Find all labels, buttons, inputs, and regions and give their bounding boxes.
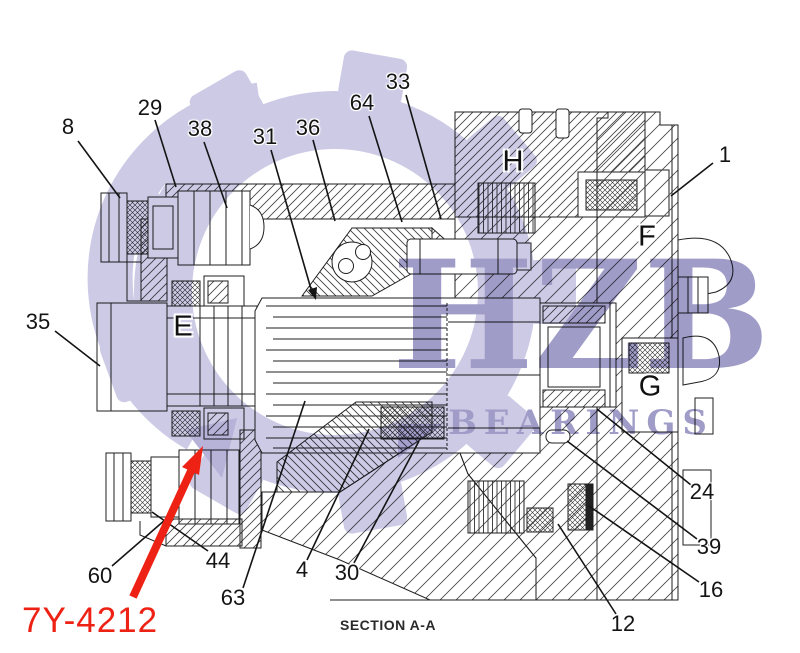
coupling-sleeve	[539, 302, 617, 408]
callout-31: 31	[252, 124, 278, 149]
part-number: 7Y-4212	[22, 601, 159, 640]
callout-63: 63	[220, 585, 246, 610]
section-caption: SECTION A-A	[340, 617, 436, 633]
callout-33: 33	[385, 69, 411, 94]
callout-29: 29	[137, 95, 163, 120]
watermark-logo: HZB BEARINGS	[87, 50, 770, 534]
callout-leader-lines	[54, 94, 714, 615]
zone-letter-G: G	[638, 370, 662, 403]
zone-letter-F: F	[638, 220, 656, 253]
callout-64: 64	[349, 90, 375, 115]
mounting-flange	[621, 237, 734, 546]
zone-letter-E: E	[173, 310, 193, 343]
callout-1: 1	[718, 142, 732, 167]
callout-39: 39	[696, 534, 722, 559]
callout-44: 44	[205, 548, 231, 573]
callout-12: 12	[610, 611, 636, 636]
watermark-text-line1: HZB	[392, 228, 770, 404]
callout-16: 16	[698, 577, 724, 602]
red-pointer-arrow	[129, 446, 203, 599]
callout-8: 8	[61, 114, 75, 139]
callout-36: 36	[295, 115, 321, 140]
callout-60: 60	[87, 563, 113, 588]
callout-4: 4	[295, 557, 309, 582]
zone-letter-H: H	[502, 145, 524, 178]
callout-38: 38	[187, 116, 213, 141]
callout-30: 30	[334, 560, 360, 585]
callout-35: 35	[25, 309, 51, 334]
callout-24: 24	[689, 479, 715, 504]
watermark-text-line2: BEARINGS	[448, 403, 714, 443]
